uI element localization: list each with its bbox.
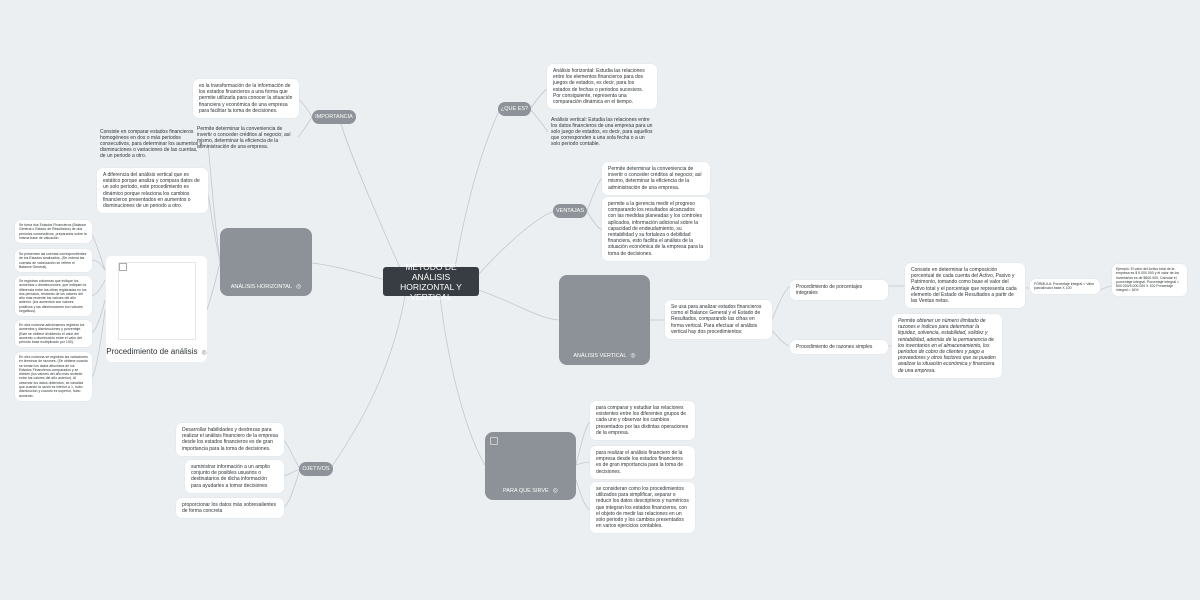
que-es-note-1[interactable]: Análisis horizontal: Estudia las relacio… <box>547 64 657 110</box>
link-icon: ◎ <box>630 353 636 359</box>
procedimiento-analisis-card[interactable]: Procedimiento de análisis◎ <box>106 256 207 362</box>
broken-image-icon <box>490 437 498 445</box>
link-icon: ◎ <box>552 488 558 494</box>
horizontal-step-2[interactable]: Se presentan las cuentas correspondiente… <box>15 249 92 273</box>
para-que-sirve-note-1[interactable]: para comparar y estudiar las relaciones … <box>590 401 695 441</box>
link-icon: ◎ <box>201 350 207 356</box>
analisis-vertical-label: ANÁLISIS VERTICAL <box>573 353 627 359</box>
horizontal-step-3[interactable]: Se registran columnas que indique los au… <box>15 276 92 317</box>
para-que-sirve-note-3[interactable]: se consideran como los procedimientos ut… <box>590 482 695 534</box>
procedimiento-razones-simples[interactable]: Procedimiento de razones simples <box>790 340 888 355</box>
broken-image-icon <box>119 263 127 271</box>
branch-analisis-vertical[interactable]: ANÁLISIS VERTICAL◎ <box>559 275 650 365</box>
central-topic[interactable]: MÉTODO DE ANÁLISIS HORIZONTAL Y VERTICAL <box>383 262 479 302</box>
para-que-sirve-label: PARA QUE SIRVE <box>503 488 549 494</box>
porcentajes-integrales-desc[interactable]: Consiste en determinar la composición po… <box>905 263 1025 309</box>
branch-para-que-sirve[interactable]: PARA QUE SIRVE◎ <box>485 432 576 500</box>
horizontal-step-1[interactable]: Se toma dos Estados Financieros (Balance… <box>15 220 92 244</box>
link-icon: ◎ <box>296 284 302 290</box>
importancia-note-1[interactable]: es la transformación de la información d… <box>193 79 299 119</box>
horizontal-step-4[interactable]: En otra columna adicionamos registrar lo… <box>15 320 92 348</box>
branch-objetivos[interactable]: OJETIVOS <box>299 462 333 476</box>
analisis-horizontal-label: ANÁLISIS HORIZONTAL <box>230 284 293 290</box>
vertical-description[interactable]: Se usa para analizar estados financieros… <box>665 300 772 340</box>
para-que-sirve-note-2[interactable]: para realizar el análisis financiero de … <box>590 446 695 479</box>
horizontal-note-2[interactable]: A diferencia del análisis vertical que e… <box>97 168 208 214</box>
horizontal-step-5[interactable]: En otra columna se registran las variaci… <box>15 352 92 401</box>
procedimiento-analisis-label: Procedimiento de análisis <box>106 347 198 356</box>
branch-que-es[interactable]: ¿QUE ES? <box>498 102 531 116</box>
procedimiento-porcentajes-integrales[interactable]: Procedimiento de porcentajes integrales <box>790 280 888 301</box>
razones-simples-desc[interactable]: Permite obtener un número ilimitado de r… <box>892 314 1002 378</box>
objetivos-note-1[interactable]: Desarrollar habilidades y destrezas para… <box>176 423 284 456</box>
ventajas-note-2[interactable]: permite a la gerencia medir el progreso … <box>602 197 710 261</box>
example-note[interactable]: Ejemplo: El valor del Activo total de la… <box>1112 264 1187 296</box>
objetivos-note-2[interactable]: suministrar información a un amplio conj… <box>185 460 284 493</box>
que-es-note-2[interactable]: Análisis vertical: Estudia las relacione… <box>551 117 653 147</box>
formula-note[interactable]: FÓRMULA: Porcentaje integral = Valor par… <box>1030 279 1100 294</box>
branch-analisis-horizontal[interactable]: ANÁLISIS HORIZONTAL◎ <box>220 228 312 296</box>
ventajas-note-1[interactable]: Permite determinar la conveniencia de in… <box>602 162 710 195</box>
objetivos-note-3[interactable]: proporcionar los datos más sobresaliente… <box>176 498 284 519</box>
importancia-note-2[interactable]: Permite determinar la conveniencia de in… <box>197 126 291 150</box>
branch-ventajas[interactable]: VENTAJAS <box>553 204 587 218</box>
broken-image <box>118 262 196 340</box>
horizontal-note-1[interactable]: Consiste en comparar estados financieros… <box>100 129 202 159</box>
branch-importancia[interactable]: IMPORTANCIA <box>312 110 356 124</box>
